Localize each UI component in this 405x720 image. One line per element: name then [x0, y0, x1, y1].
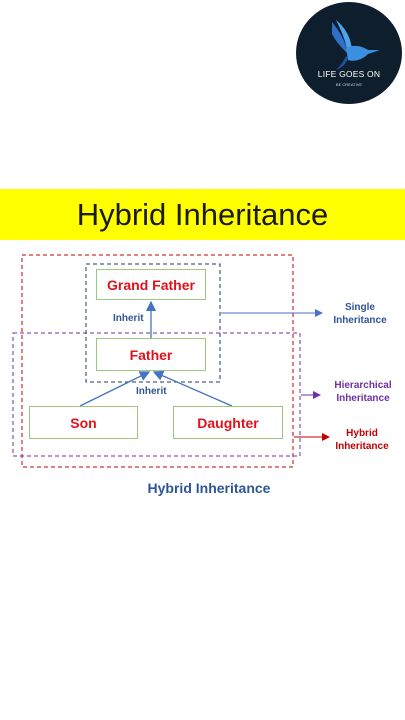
grandfather-node: Grand Father: [96, 269, 206, 300]
diagram-caption: Hybrid Inheritance: [147, 480, 271, 496]
single-legend-line1: Single: [344, 302, 375, 313]
single-legend-line2: Inheritance: [333, 315, 387, 326]
hierarchical-group-box: [12, 332, 301, 457]
title-banner: Hybrid Inheritance: [0, 189, 405, 240]
father-label: Father: [129, 346, 173, 363]
daughter-label: Daughter: [197, 414, 259, 431]
hummingbird-icon: [332, 20, 380, 70]
hierarchical-legend-label: Hierarchical Inheritance: [329, 380, 397, 404]
daughter-to-father-arrow: [152, 370, 233, 407]
grandfather-label: Grand Father: [107, 276, 195, 293]
logo-subtitle: BE CREATIVE: [335, 82, 363, 87]
hierarchical-legend-line1: Hierarchical: [334, 380, 392, 391]
daughter-node: Daughter: [173, 406, 283, 439]
son-node: Son: [29, 406, 138, 439]
hierarchical-legend-line2: Inheritance: [336, 393, 390, 404]
son-to-father-arrow: [79, 371, 151, 407]
hybrid-legend-line1: Hybrid: [346, 428, 378, 439]
logo-title: LIFE GOES ON: [317, 69, 381, 79]
hybrid-legend-label: Hybrid Inheritance: [330, 428, 394, 452]
hybrid-group-box: [21, 254, 294, 468]
single-legend-label: Single Inheritance: [328, 302, 392, 326]
inherit-label-lower: Inherit: [136, 386, 167, 397]
inherit-label-upper: Inherit: [113, 313, 144, 324]
son-label: Son: [70, 414, 97, 431]
single-group-box: [85, 263, 221, 383]
banner-title: Hybrid Inheritance: [76, 196, 329, 232]
channel-logo: LIFE GOES ON BE CREATIVE: [296, 2, 402, 104]
father-node: Father: [96, 338, 206, 371]
hybrid-legend-line2: Inheritance: [335, 441, 389, 452]
